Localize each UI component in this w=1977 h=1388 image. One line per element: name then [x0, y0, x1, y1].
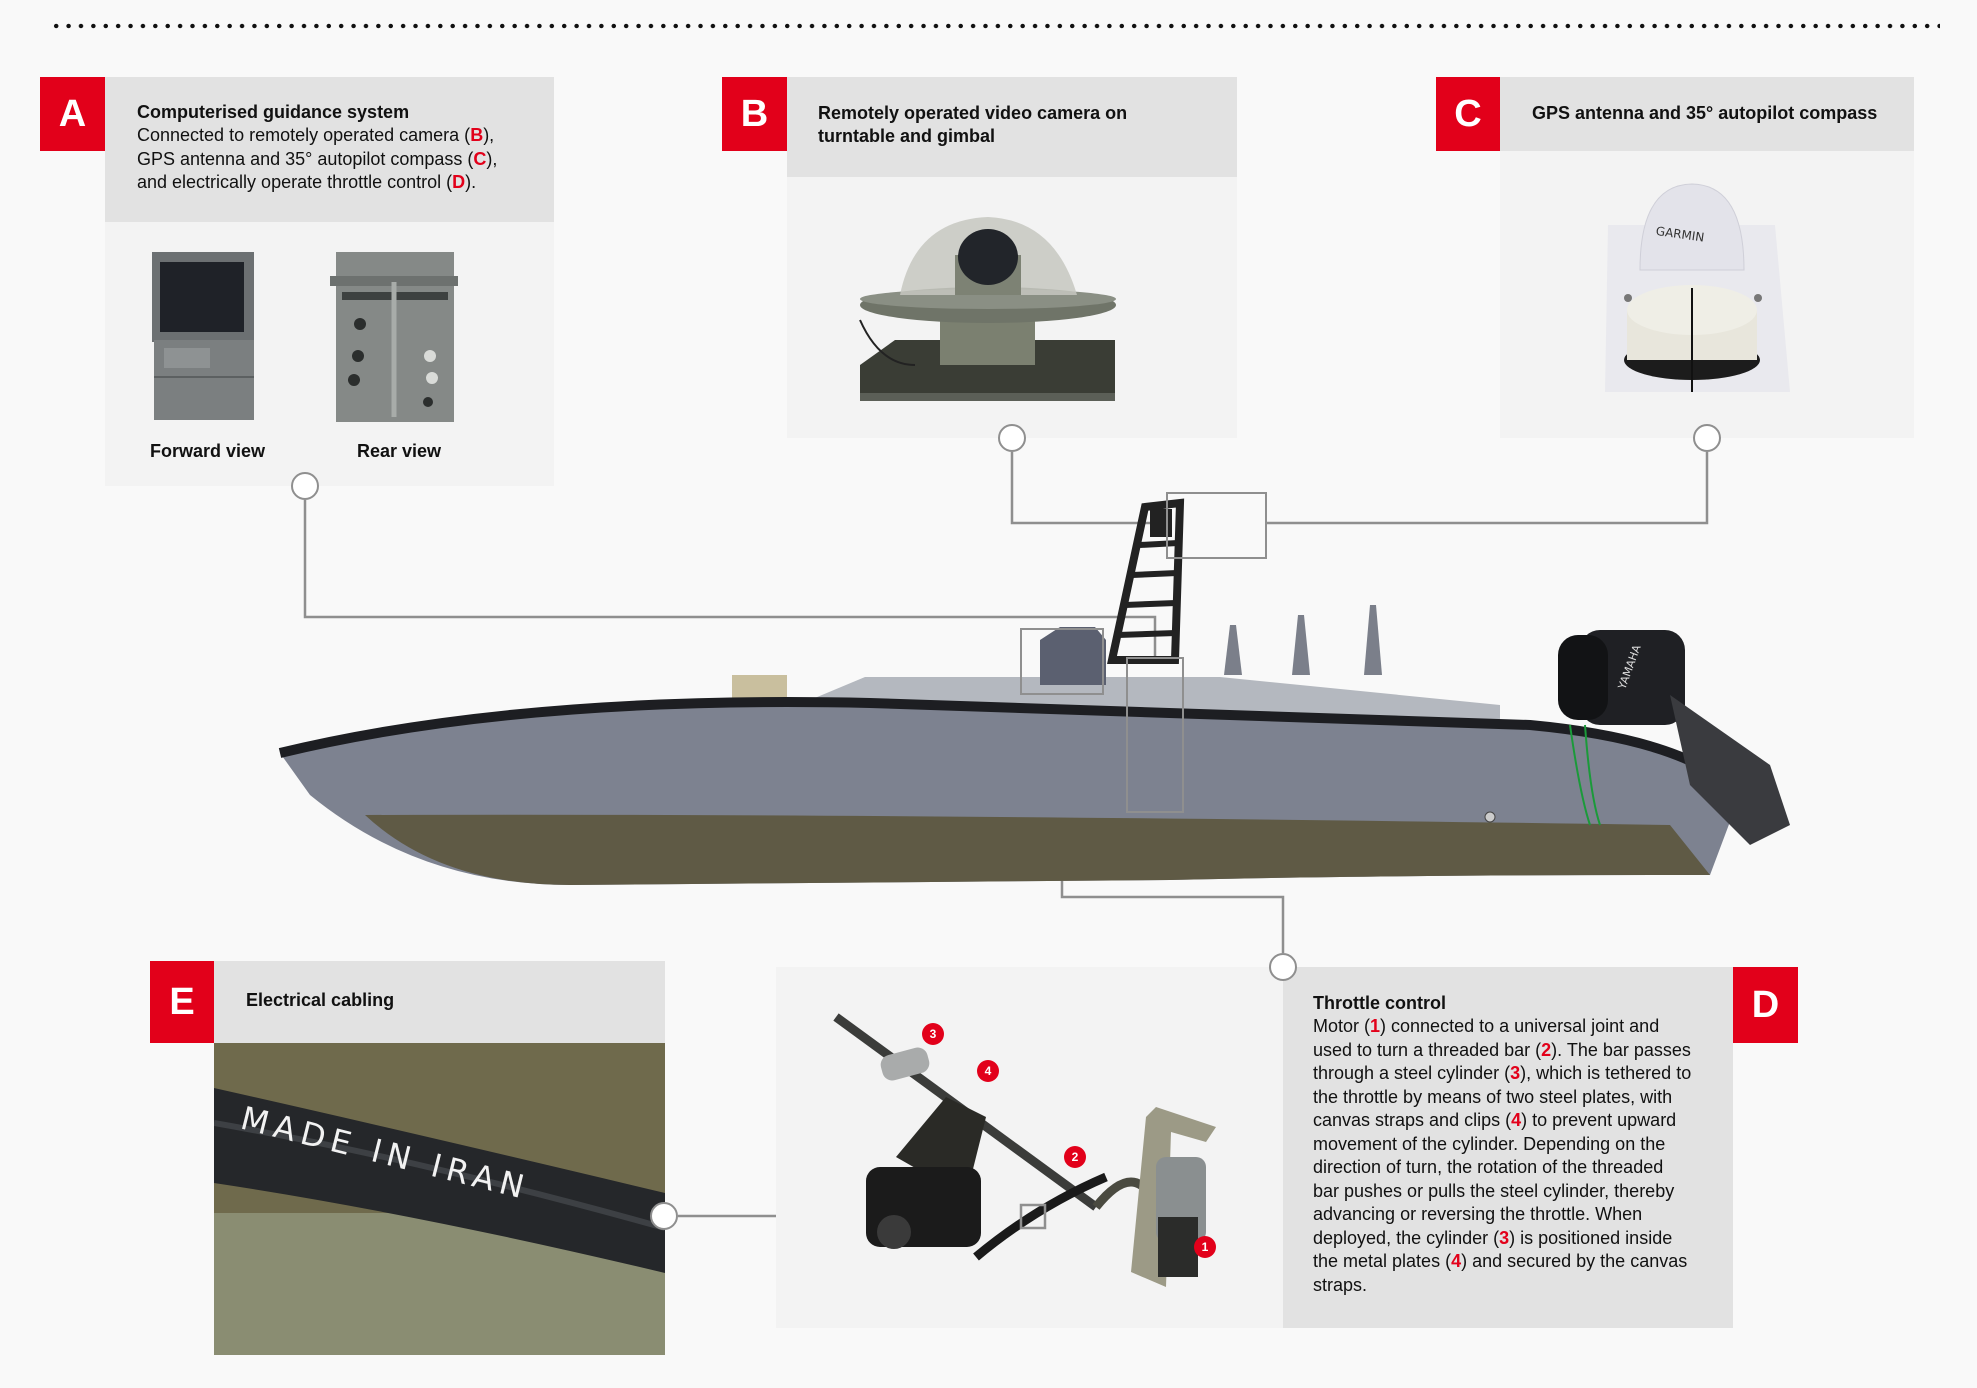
marker-2: 2 — [1064, 1146, 1086, 1168]
caption-forward-view: Forward view — [150, 441, 266, 461]
ref-d: D — [452, 172, 466, 192]
panel-a-title: Computerised guidance system — [137, 102, 410, 122]
ref-number: 2 — [1541, 1039, 1552, 1060]
panel-b-title: Remotely operated video camera on turnta… — [818, 103, 1128, 146]
guidance-console-rear-photo — [330, 252, 458, 422]
ref-number: 3 — [1510, 1063, 1521, 1083]
panel-d-photo-area — [776, 967, 1283, 1328]
highlight-camera-mount — [1166, 492, 1267, 559]
panel-e-title: Electrical cabling — [246, 990, 395, 1010]
panel-c-title: GPS antenna and 35° autopilot compass — [1532, 103, 1878, 123]
gps-antenna-photo: GARMIN — [1605, 183, 1790, 392]
panel-b-header — [787, 77, 1237, 177]
connector-ring-d — [1269, 953, 1297, 981]
panel-d-text-area — [1283, 967, 1733, 1328]
cable-photo: MADE IN IRAN — [214, 1043, 665, 1355]
ref-number: 4 — [1511, 1110, 1522, 1130]
description-line: the metal plates (4) and secured by the … — [1313, 1251, 1688, 1271]
caption-rear-view: Rear view — [357, 441, 442, 461]
svg-text:GARMIN: GARMIN — [1655, 224, 1705, 245]
dome-camera-photo — [859, 217, 1116, 401]
unmanned-boat-photo: YAMAHA — [278, 498, 1790, 885]
guidance-console-forward-photo — [152, 252, 254, 420]
highlight-guidance-console — [1126, 657, 1184, 813]
throttle-mechanism-photo — [833, 1013, 1216, 1287]
panel-d-description: Motor (1) connected to a universal joint… — [1313, 1015, 1723, 1297]
description-line: Motor (1) connected to a universal joint… — [1313, 1016, 1660, 1036]
connector-ring-a — [291, 472, 319, 500]
description-line: deployed, the cylinder (3) is positioned… — [1313, 1227, 1673, 1248]
connector-ring-b — [998, 424, 1026, 452]
description-line: advancing or reversing the throttle. Whe… — [1313, 1204, 1643, 1224]
ref-number: 4 — [1451, 1251, 1462, 1271]
description-line: bar pushes or pulls the steel cylinder, … — [1313, 1180, 1675, 1201]
panel-a-description: Connected to remotely operated camera (B… — [137, 125, 498, 192]
label-a: A — [40, 77, 105, 151]
panel-c-header — [1500, 77, 1914, 151]
description-line: the throttle by means of two steel plate… — [1313, 1086, 1673, 1107]
ref-c: C — [473, 148, 487, 169]
highlight-cable-entry — [1019, 1203, 1047, 1230]
panel-d-text: Throttle control Motor (1) connected to … — [1313, 992, 1723, 1297]
description-line: used to turn a threaded bar (2). The bar… — [1313, 1039, 1691, 1060]
label-c: C — [1436, 77, 1500, 151]
panel-e-header — [214, 961, 665, 1043]
marker-4: 4 — [977, 1060, 999, 1082]
label-b: B — [722, 77, 787, 151]
panel-d-title: Throttle control — [1313, 993, 1446, 1013]
description-line: straps. — [1313, 1274, 1368, 1295]
description-line: movement of the cylinder. Depending on t… — [1313, 1133, 1666, 1154]
connector-ring-e — [650, 1202, 678, 1230]
highlight-throttle-housing — [1020, 628, 1104, 695]
description-line: direction of turn, the rotation of the t… — [1313, 1157, 1664, 1177]
label-d: D — [1733, 967, 1798, 1043]
panel-a-header — [105, 77, 554, 222]
ref-b: B — [470, 125, 484, 145]
connector-ring-c — [1693, 424, 1721, 452]
description-line: canvas straps and clips (4) to prevent u… — [1313, 1110, 1677, 1130]
marker-3: 3 — [922, 1023, 944, 1045]
ref-number: 1 — [1370, 1016, 1381, 1036]
panel-a-text: Computerised guidance system Connected t… — [137, 101, 547, 195]
ref-number: 3 — [1499, 1227, 1510, 1248]
marker-1: 1 — [1194, 1236, 1216, 1258]
label-e: E — [150, 961, 214, 1043]
description-line: through a steel cylinder (3), which is t… — [1313, 1063, 1692, 1083]
dotted-divider — [50, 22, 1940, 30]
